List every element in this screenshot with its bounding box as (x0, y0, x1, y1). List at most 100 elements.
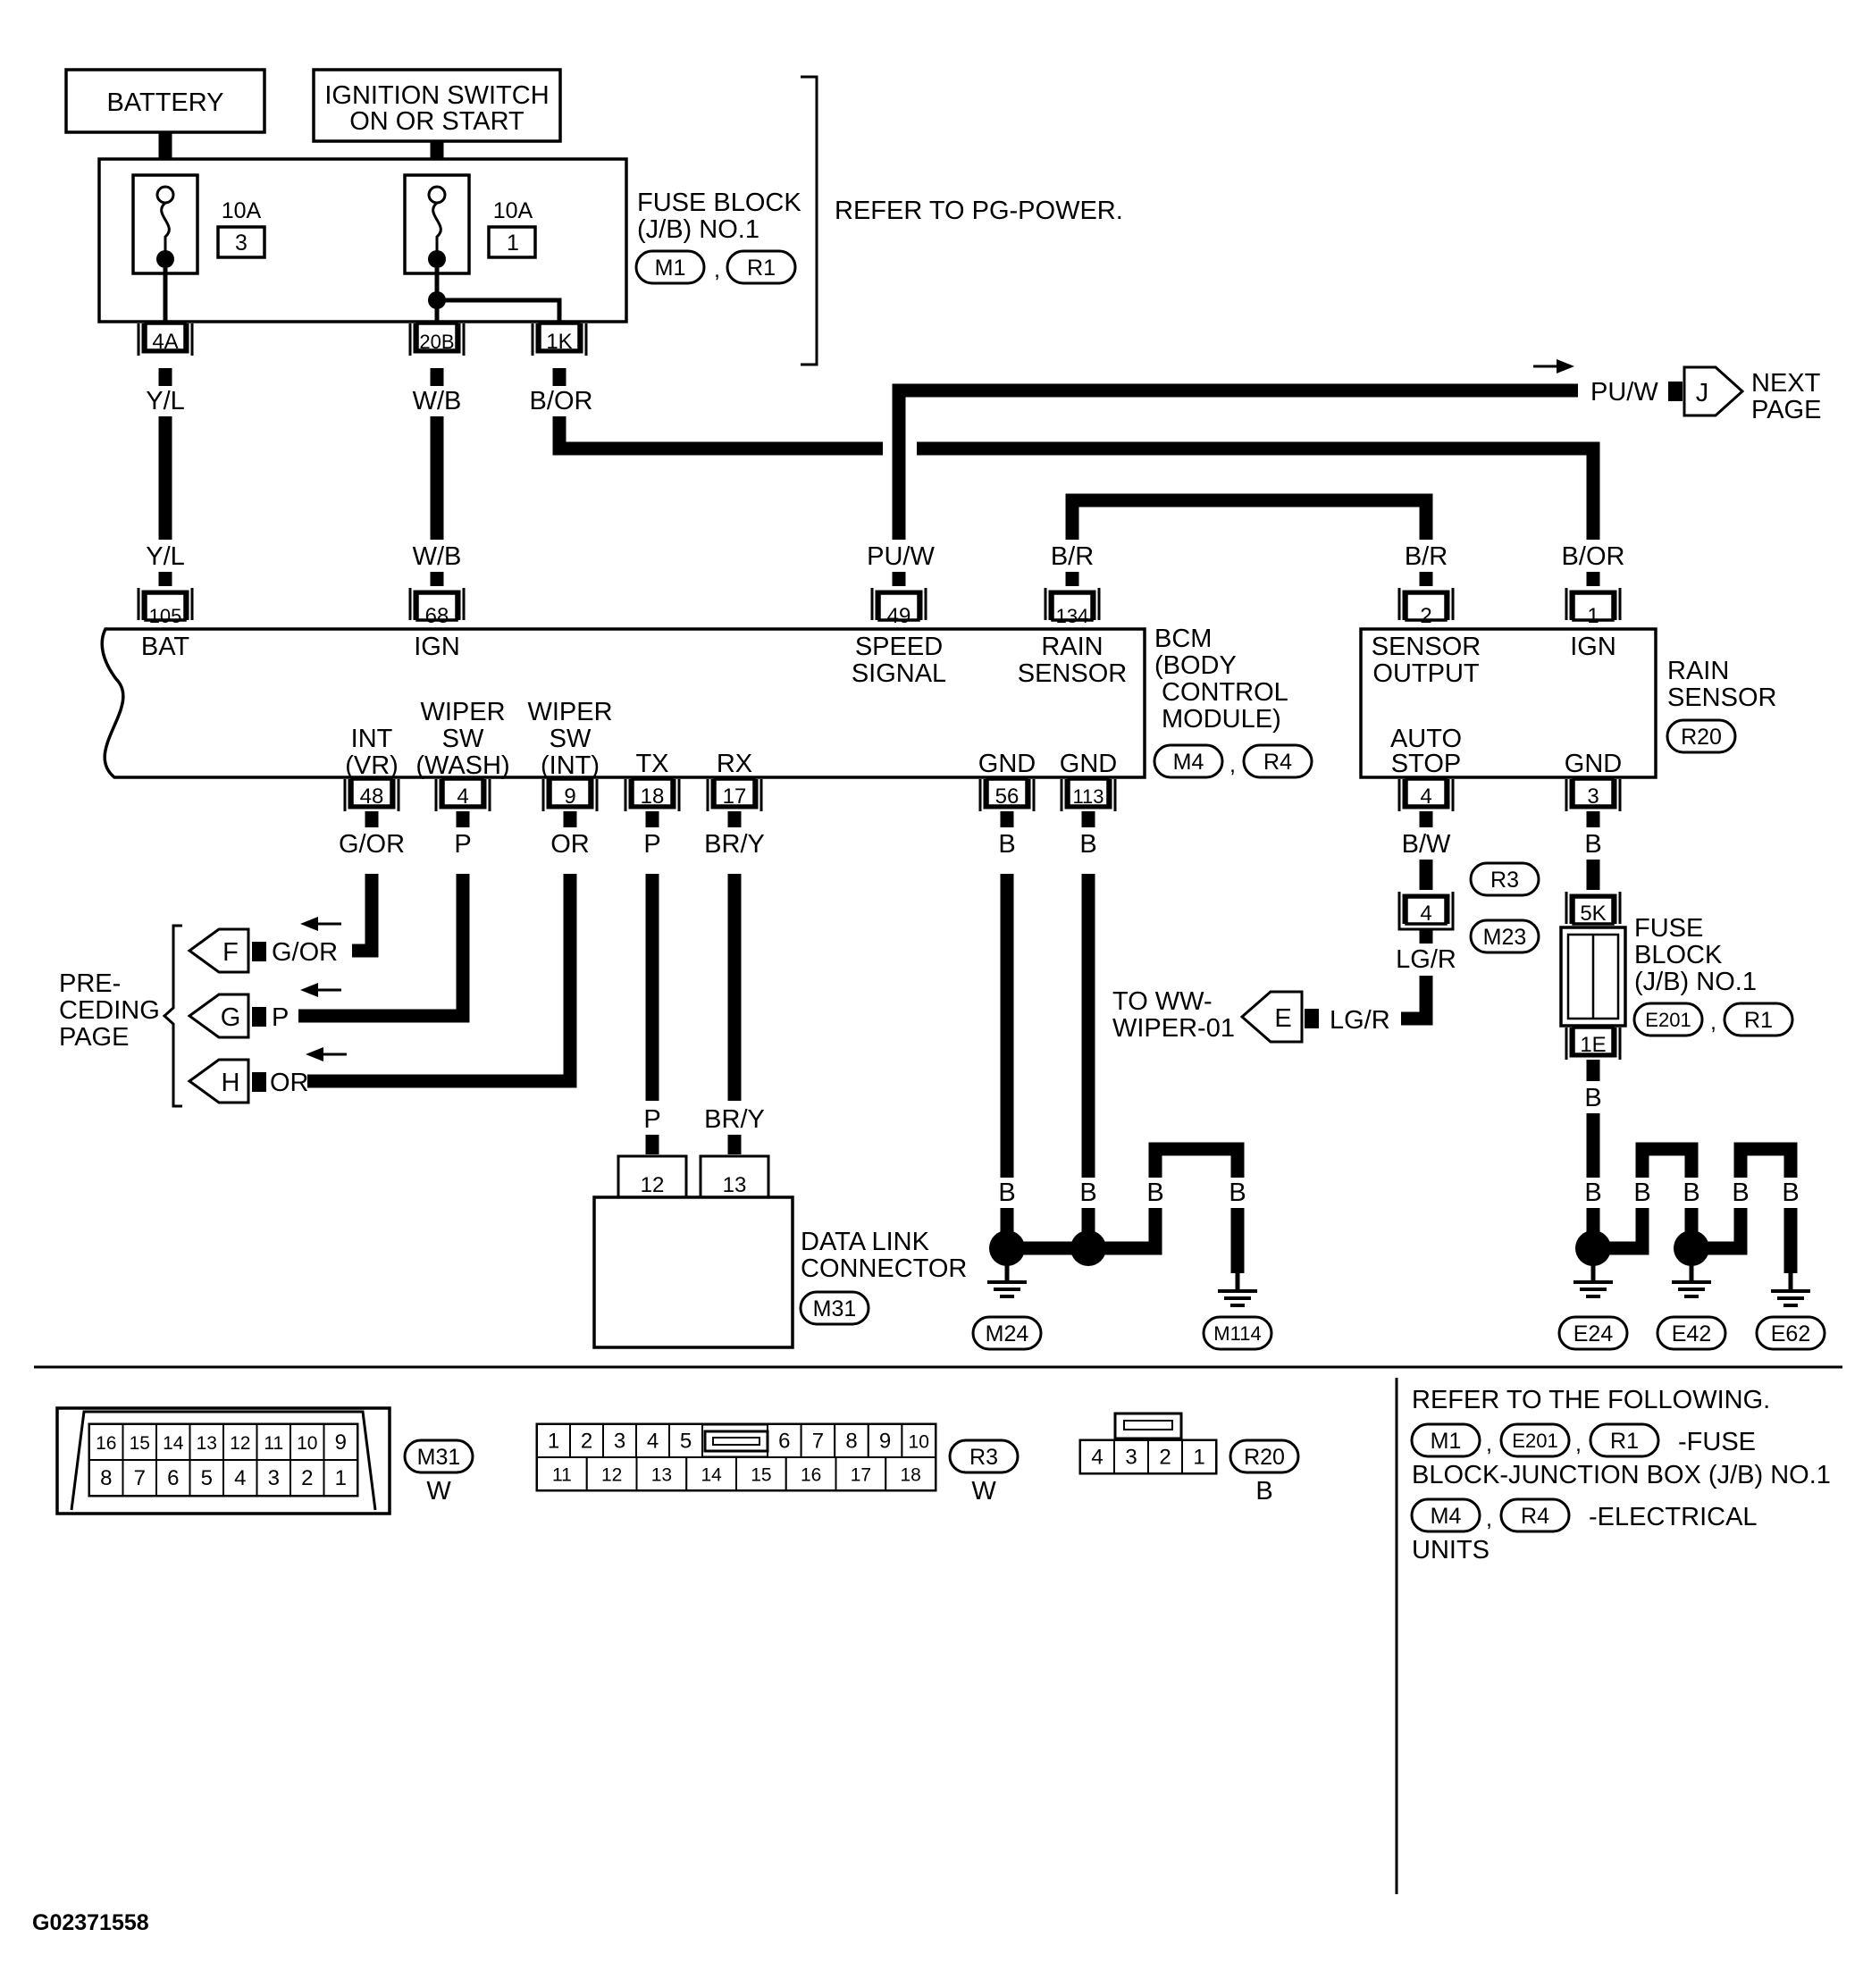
ignition-switch-label-2: ON OR START (349, 107, 524, 136)
preceding-label-2: CEDING (59, 996, 160, 1025)
ignition-switch-label-1: IGNITION SWITCH (324, 81, 549, 110)
rain-sensor-title-1: RAIN (1667, 657, 1729, 685)
m31-pin-12-label: 12 (230, 1433, 250, 1454)
m31-pin-11-label: 11 (264, 1433, 283, 1454)
m31-pin-15-label: 15 (130, 1433, 150, 1454)
wire-label-b-56: B (998, 830, 1015, 859)
fuse-right-number: 1 (507, 231, 519, 256)
fuse-block-label-1: FUSE BLOCK (637, 189, 801, 217)
r3-pin-10-label: 10 (909, 1432, 929, 1453)
r3-pin-18-label: 18 (900, 1465, 920, 1486)
bcm-pin-113: 113 (1072, 785, 1104, 808)
bcm-pin-9: 9 (564, 784, 575, 809)
wire-label-yl-top: Y/L (146, 387, 185, 415)
r3-pin-9-cell (867, 1423, 903, 1458)
r3-pin-2-label: 2 (581, 1430, 592, 1454)
wire-label-p-tx: P (643, 830, 660, 859)
wire-label-b-m24: B (998, 1179, 1015, 1207)
r3-pin-15-cell (735, 1456, 787, 1491)
fuse-lower-ref-e201: E201 (1645, 1009, 1691, 1031)
r3-pin-1-label: 1 (548, 1430, 559, 1454)
fuse-left-number: 3 (235, 231, 248, 256)
r3-pin-3-label: 3 (614, 1430, 625, 1454)
rain-pin-1: 1 (1587, 604, 1599, 628)
refer-text-units: UNITS (1412, 1536, 1490, 1564)
r3-pin-17-label: 17 (851, 1465, 871, 1486)
fuse-lower-5k: 5K (1580, 902, 1606, 926)
m31-pin-9-label: 9 (335, 1430, 347, 1455)
wire-label-bw: B/W (1402, 830, 1451, 859)
preceding-connector-g: G (221, 1003, 241, 1032)
ground-m114: M114 (1213, 1322, 1261, 1345)
bcm-label-rx: RX (717, 750, 752, 778)
m31-face-ref: M31 (417, 1445, 461, 1470)
m31-pin-4-cell (222, 1459, 258, 1497)
wire-label-puw: PU/W (867, 542, 935, 571)
r20-face-ref: R20 (1244, 1445, 1285, 1470)
refer-ref-m4: M4 (1431, 1504, 1462, 1529)
fuse-lower-label-1: FUSE (1634, 914, 1703, 943)
wire-label-yl-bottom: Y/L (146, 542, 185, 571)
bcm-label-speed-1: SPEED (855, 633, 943, 661)
r3-pin-5-cell (668, 1423, 703, 1458)
r3-face-color: W (971, 1477, 996, 1506)
bcm-title-1: BCM (1154, 625, 1212, 653)
m31-pin-7-label: 7 (134, 1466, 146, 1490)
m31-pin-10-label: 10 (297, 1433, 317, 1454)
next-page-label-2: PAGE (1751, 396, 1821, 424)
bcm-label-intvr-2: (VR) (345, 751, 399, 780)
wire-label-br-bcm: B/R (1051, 542, 1094, 571)
rain-label-as-1: AUTO (1390, 725, 1462, 753)
wire-label-b-e62: B (1782, 1179, 1799, 1207)
preceding-label-3: PAGE (59, 1023, 129, 1052)
bcm-label-rain-2: SENSOR (1018, 659, 1127, 688)
m31-pin-1-cell (323, 1459, 358, 1497)
bcm-label-gnd-56: GND (978, 750, 1036, 778)
r3-pin-15-label: 15 (751, 1465, 771, 1486)
r3-pin-11-label: 11 (552, 1465, 572, 1486)
preceding-connector-h: H (222, 1069, 240, 1097)
fuse-lower-label-3: (J/B) NO.1 (1634, 968, 1757, 996)
connector-g-arrow (187, 993, 250, 1039)
bcm-pin-4: 4 (457, 784, 468, 809)
r3-pin-14-cell (685, 1456, 737, 1491)
wire-label-b-113-lower: B (1079, 1179, 1096, 1207)
bcm-label-wash-1: WIPER (420, 698, 505, 726)
inline-pin-4: 4 (1420, 902, 1431, 926)
bcm-title-4: MODULE) (1162, 705, 1281, 734)
wire-label-b-s1: B (1633, 1179, 1650, 1207)
svg-text:,: , (1486, 1431, 1492, 1456)
m31-pin-4-label: 4 (234, 1466, 246, 1490)
bcm-title-2: (BODY (1154, 651, 1237, 680)
to-ww-connector: E (1274, 1004, 1291, 1033)
r20-pin-3-label: 3 (1125, 1446, 1137, 1470)
wire-label-or: OR (550, 830, 590, 859)
m31-pin-14-label: 14 (163, 1433, 184, 1454)
bcm-label-wint-1: WIPER (527, 698, 612, 726)
bcm-label-speed-2: SIGNAL (852, 659, 946, 688)
m31-pin-1-label: 1 (335, 1466, 347, 1490)
refer-ref-r1: R1 (1610, 1429, 1639, 1454)
inline-ref-m23: M23 (1483, 925, 1527, 950)
r3-pin-8-label: 8 (845, 1430, 857, 1454)
fuse-block-ref-r1: R1 (747, 256, 776, 281)
wire-label-bry: BR/Y (704, 830, 765, 859)
wire-label-gor: G/OR (339, 830, 405, 859)
refer-text-electrical: -ELECTRICAL (1589, 1503, 1758, 1531)
fuse-terminal-20b: 20B (419, 331, 454, 353)
bcm-label-rain-1: RAIN (1041, 633, 1103, 661)
bcm-pin-134: 134 (1056, 605, 1089, 627)
wire-label-puw-next: PU/W (1590, 378, 1658, 407)
m31-pin-13-label: 13 (197, 1433, 217, 1454)
fuse-left-rating: 10A (222, 198, 262, 223)
m31-pin-5-label: 5 (201, 1466, 213, 1490)
wire-label-b-e24: B (1584, 1179, 1601, 1207)
wire-label-lgr: LG/R (1396, 945, 1456, 974)
r3-pin-14-label: 14 (701, 1465, 722, 1486)
fuse-right-rating: 10A (493, 198, 533, 223)
r3-pin-12-label: 12 (601, 1465, 622, 1486)
wire-label-br-rain: B/R (1405, 542, 1448, 571)
bcm-label-tx: TX (635, 750, 668, 778)
wire-label-p-dlc: P (643, 1105, 660, 1134)
